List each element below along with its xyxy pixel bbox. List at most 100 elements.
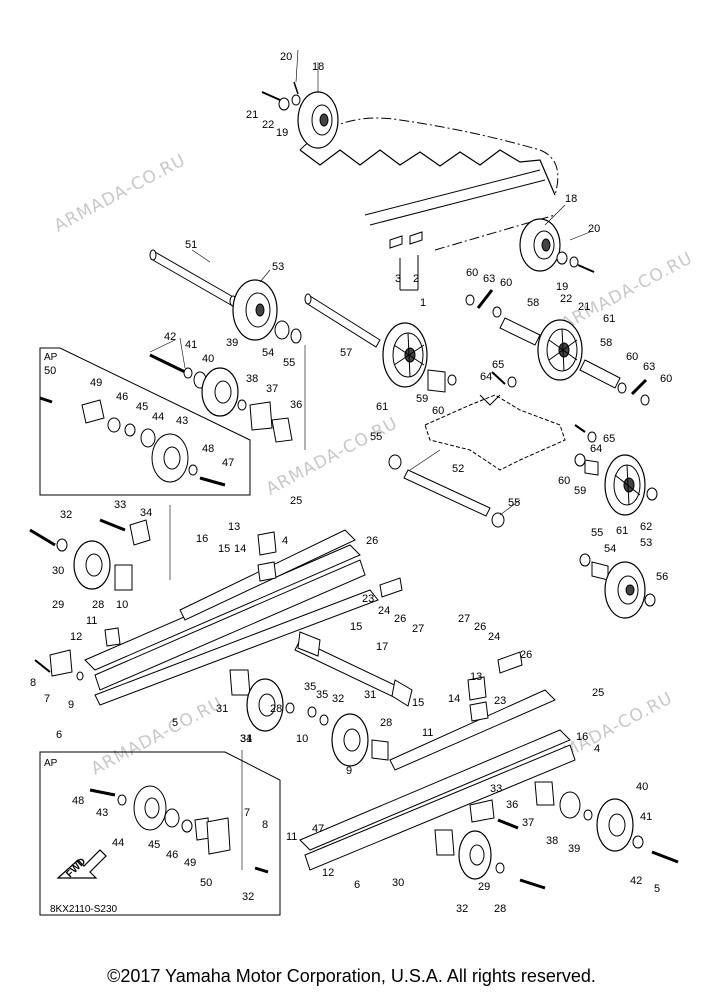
callout: 36	[506, 799, 518, 811]
callout: 53	[272, 261, 284, 273]
idler-wheel-top	[261, 81, 339, 149]
ap-box-bottom	[39, 751, 281, 916]
leader-lines	[149, 49, 591, 870]
callout: 18	[312, 61, 324, 73]
callout: 17	[376, 641, 388, 653]
callout: 47	[312, 823, 324, 835]
callout: 37	[522, 817, 534, 829]
callout: 55	[370, 431, 382, 443]
callout: 58	[600, 337, 612, 349]
callout: 6	[56, 729, 62, 741]
wheel-30-lower	[434, 799, 546, 890]
callout: 34	[240, 733, 252, 745]
callout: 48	[72, 795, 84, 807]
callout: 21	[578, 301, 590, 313]
shaft-57	[304, 293, 381, 348]
callout: 16	[576, 731, 588, 743]
callout: 55	[508, 497, 520, 509]
callout: 20	[280, 51, 292, 63]
callout: 8	[30, 677, 36, 689]
callout: 61	[376, 401, 388, 413]
callout: 12	[70, 631, 82, 643]
callout: 45	[136, 401, 148, 413]
callout: 24	[488, 631, 500, 643]
callout: 63	[643, 361, 655, 373]
callout: 1	[420, 297, 426, 309]
watermark: ARMADA-CO.RU	[558, 248, 696, 334]
callout: 29	[478, 881, 490, 893]
callout: 16	[196, 533, 208, 545]
callout: 9	[68, 699, 74, 711]
callout: 8	[262, 819, 268, 831]
callout: 33	[490, 783, 502, 795]
callout: 3	[395, 273, 401, 285]
callout: 5	[654, 883, 660, 895]
mid-right-blocks	[257, 531, 523, 722]
callout: 32	[60, 509, 72, 521]
callout: 28	[380, 717, 392, 729]
callout: 60	[500, 277, 512, 289]
callout: 15	[350, 621, 362, 633]
ap-label: AP	[44, 758, 58, 769]
callout: 51	[185, 239, 197, 251]
callout: 30	[52, 565, 64, 577]
callout: 11	[422, 727, 433, 739]
callout: 32	[332, 693, 344, 705]
callout: 42	[630, 875, 642, 887]
callout: 46	[166, 849, 178, 861]
callout: 12	[322, 867, 334, 879]
callout: 45	[148, 839, 160, 851]
callout: 64	[480, 371, 492, 383]
callout: 5	[172, 717, 178, 729]
callout: 20	[588, 223, 600, 235]
watermark: ARMADA-CO.RU	[51, 150, 189, 236]
callout: 48	[202, 443, 214, 455]
callout: 59	[416, 393, 428, 405]
callout: 4	[282, 535, 288, 547]
callout: 39	[568, 843, 580, 855]
callout: 13	[228, 521, 240, 533]
callout: 49	[184, 857, 196, 869]
callout: 26	[520, 649, 532, 661]
callout: 30	[392, 877, 404, 889]
callout: 22	[262, 119, 274, 131]
front-bracket-left	[34, 627, 121, 681]
callout-numbers: 20 18 21 22 19 18 20 19 22 21 51 53 3 2 …	[30, 51, 672, 915]
callout: 15	[218, 543, 230, 555]
callout: 40	[636, 781, 648, 793]
diagram-code: 8KX2110-S230	[50, 904, 118, 915]
shaft-51	[149, 249, 237, 307]
callout: 26	[394, 613, 406, 625]
callout: 54	[262, 347, 274, 359]
callout: 64	[590, 443, 602, 455]
wheel-39-lower	[534, 781, 679, 864]
callout: 11	[86, 615, 97, 627]
wheel-39-upper	[149, 353, 293, 443]
shaft-58	[499, 317, 621, 389]
callout: 65	[492, 359, 504, 371]
callout: 19	[556, 281, 568, 293]
callout: 60	[432, 405, 444, 417]
rail-left-lower	[299, 689, 576, 871]
wheel-53-upper	[232, 279, 302, 344]
wheel-31-right	[307, 706, 389, 767]
callout: 11	[286, 831, 297, 843]
wheel-61-center	[382, 322, 428, 388]
callout: 50	[44, 365, 56, 377]
callout: 41	[185, 339, 197, 351]
callout: 14	[234, 543, 246, 555]
wheel-61-right-upper	[537, 319, 583, 381]
callout: 57	[340, 347, 352, 359]
callout: 42	[164, 331, 176, 343]
callout: 13	[470, 671, 482, 683]
center-frame	[424, 394, 566, 471]
callout: 32	[456, 903, 468, 915]
callout: 52	[452, 463, 464, 475]
callout: 19	[276, 127, 288, 139]
callout: 26	[474, 621, 486, 633]
copyright-notice: ©2017 Yamaha Motor Corporation, U.S.A. A…	[107, 966, 596, 986]
callout: 14	[448, 693, 460, 705]
callout: 59	[574, 485, 586, 497]
callout: 31	[240, 733, 252, 745]
callout: 22	[560, 293, 572, 305]
